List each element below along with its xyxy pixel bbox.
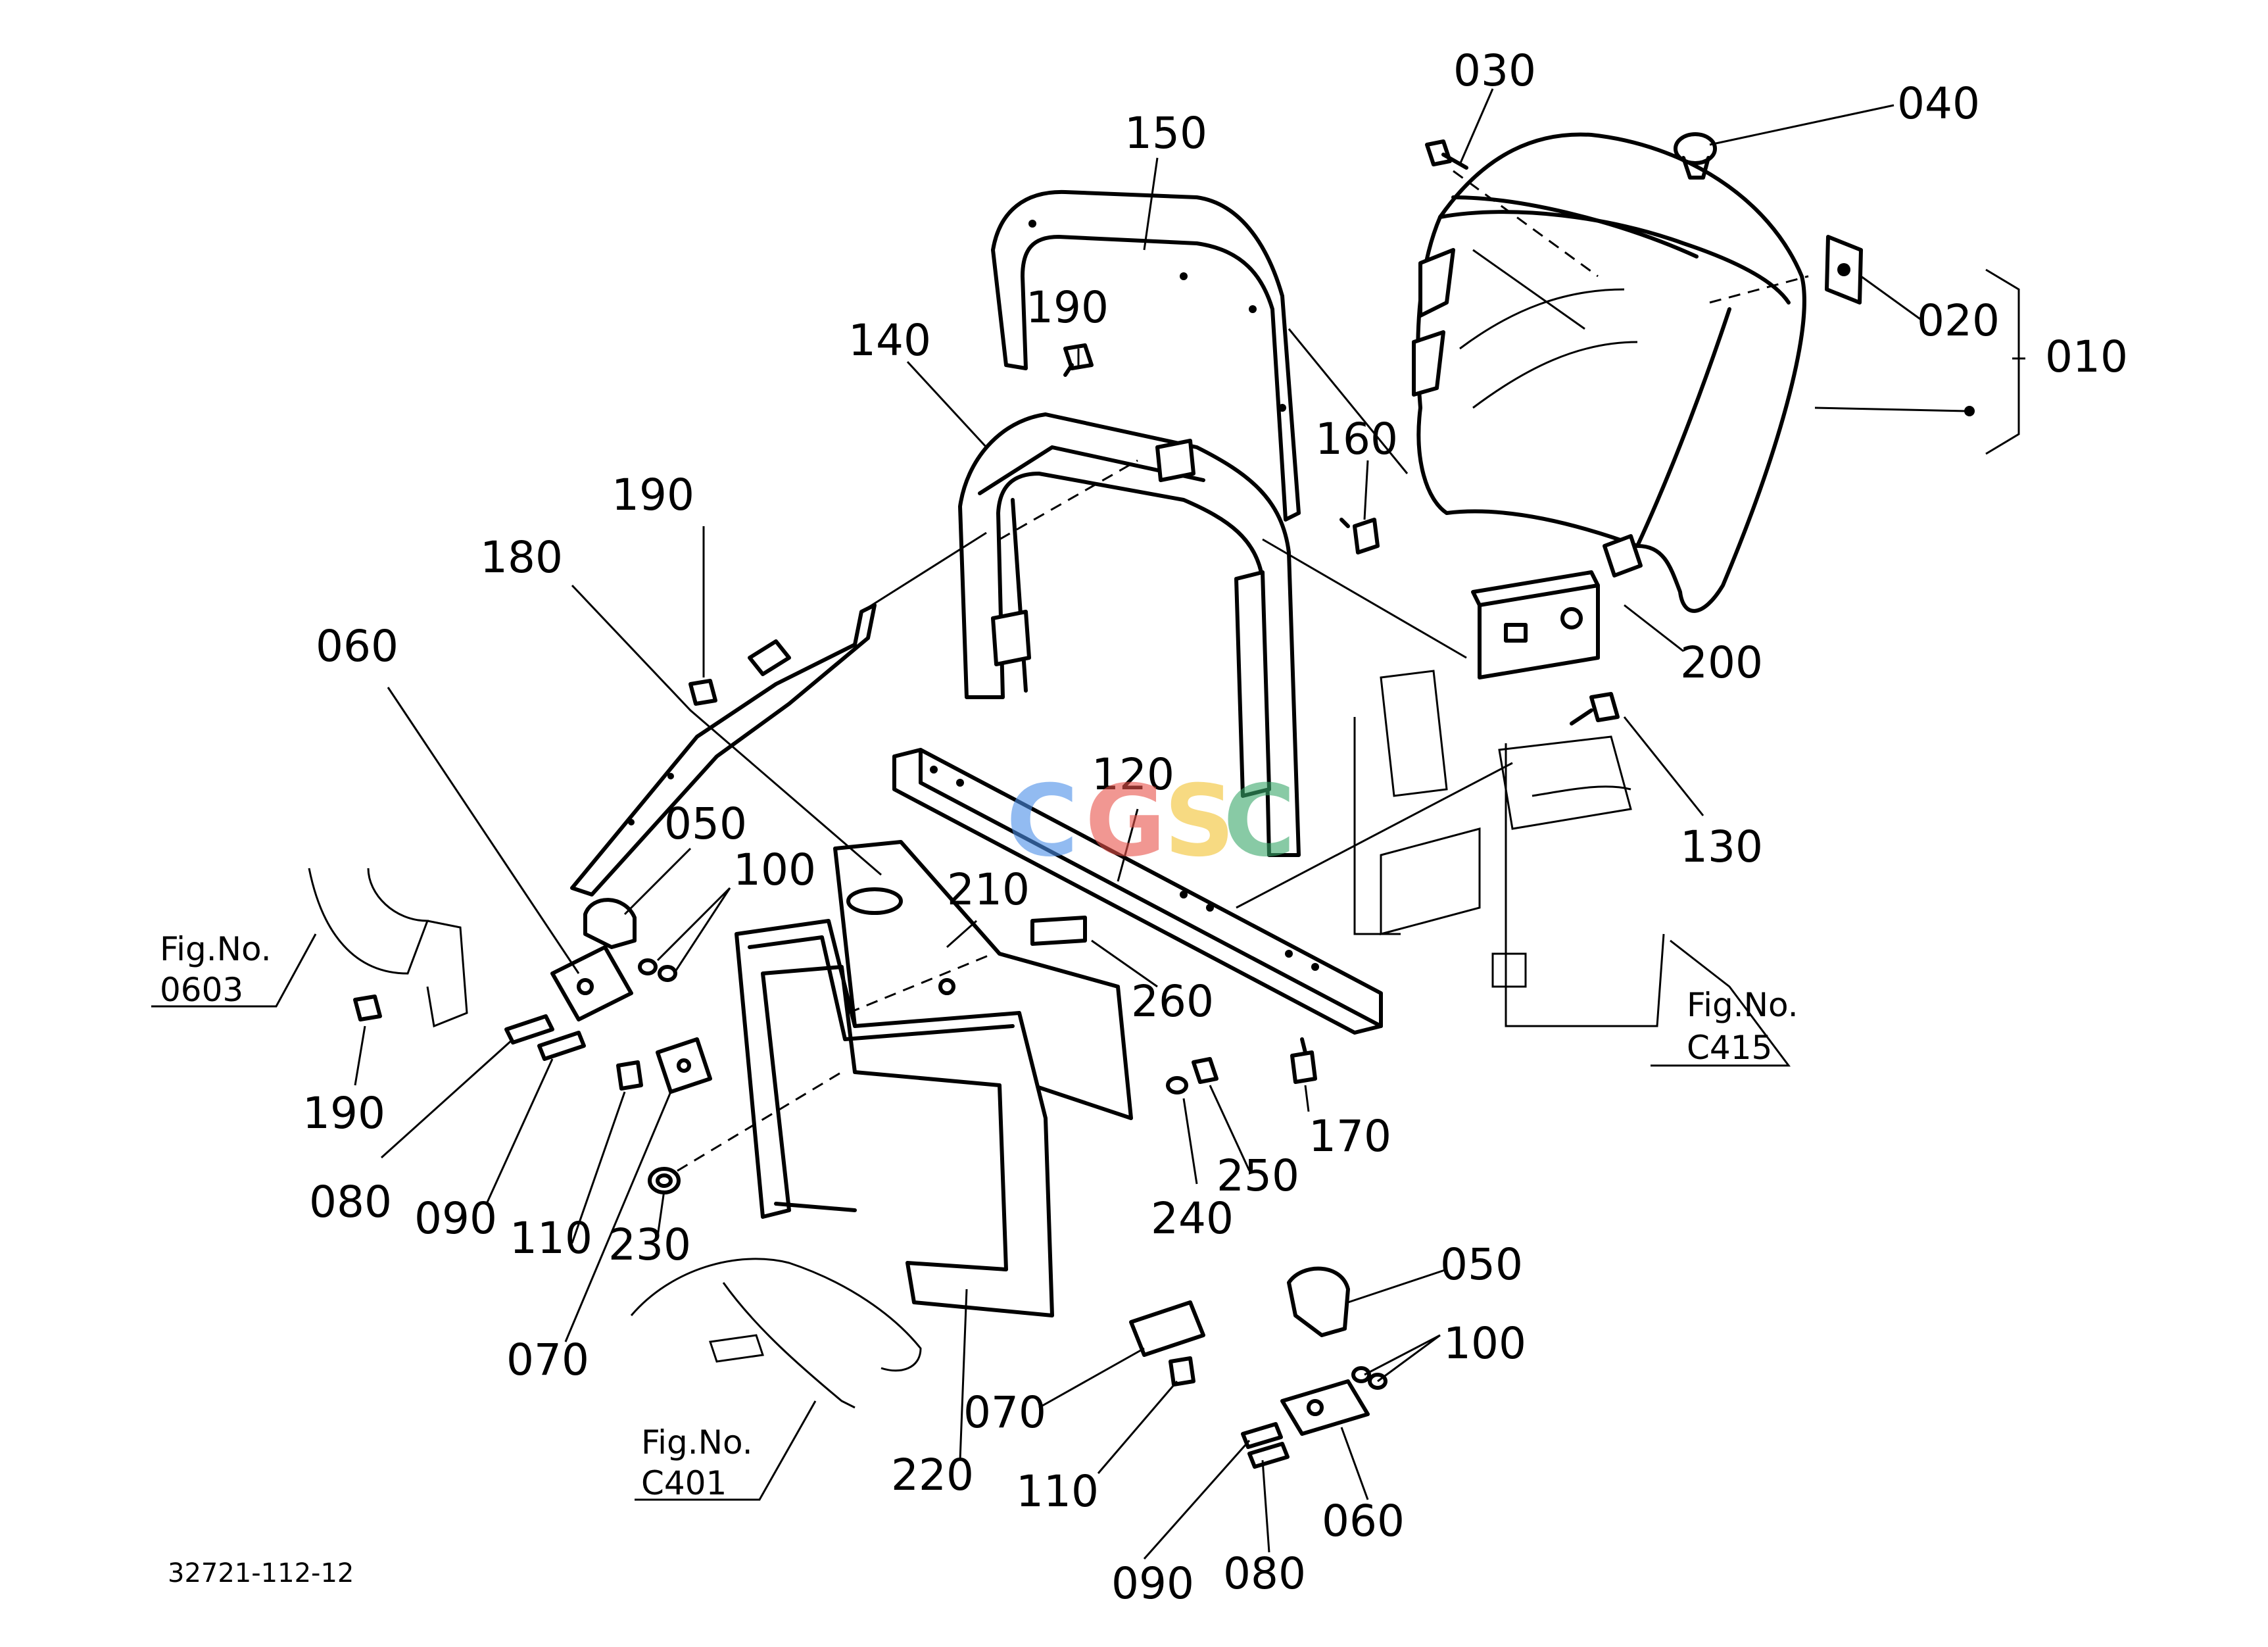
hood-part-010[interactable] bbox=[1412, 132, 1809, 613]
emblem-part-020[interactable] bbox=[1825, 235, 1863, 305]
callout-050-right: 050 bbox=[1440, 1239, 1523, 1290]
callout-020: 020 bbox=[1917, 295, 2000, 346]
bracket-part-070-right[interactable] bbox=[1129, 1300, 1205, 1357]
hinge-part-060-left[interactable] bbox=[550, 945, 633, 1021]
callout-200: 200 bbox=[1680, 637, 1763, 688]
callout-040: 040 bbox=[1897, 78, 1980, 129]
callout-210: 210 bbox=[947, 864, 1030, 915]
clamp-part-050-left[interactable] bbox=[583, 898, 637, 949]
callout-070-left: 070 bbox=[506, 1335, 589, 1385]
leader-lines bbox=[151, 88, 2025, 1560]
figref-0603-label[interactable]: Fig.No. bbox=[160, 930, 272, 968]
callout-090-right: 090 bbox=[1111, 1558, 1194, 1609]
callout-100-right: 100 bbox=[1443, 1318, 1526, 1369]
callout-170: 170 bbox=[1309, 1111, 1391, 1162]
washer-part-240[interactable] bbox=[1166, 1076, 1188, 1094]
callout-250: 250 bbox=[1217, 1150, 1299, 1201]
callout-190-top: 190 bbox=[1026, 282, 1109, 333]
callout-080-right: 080 bbox=[1223, 1548, 1306, 1599]
callout-090-left: 090 bbox=[414, 1193, 497, 1244]
callout-260: 260 bbox=[1131, 976, 1214, 1027]
bolt-part-080-right[interactable] bbox=[1247, 1442, 1290, 1469]
callout-030: 030 bbox=[1453, 45, 1536, 96]
callout-100-left: 100 bbox=[733, 845, 816, 895]
washers-part-100-right[interactable] bbox=[1351, 1366, 1387, 1390]
callout-120: 120 bbox=[1092, 749, 1174, 800]
bolt-part-170[interactable] bbox=[1290, 1037, 1317, 1084]
callout-140: 140 bbox=[848, 315, 931, 366]
bolt-part-130[interactable] bbox=[1570, 692, 1620, 725]
callout-190-mid: 190 bbox=[612, 470, 694, 520]
callout-220: 220 bbox=[891, 1450, 974, 1500]
figref-c401-number[interactable]: C401 bbox=[641, 1464, 727, 1502]
washers-part-100-left[interactable] bbox=[638, 958, 677, 982]
frame-part-150[interactable] bbox=[991, 189, 1301, 522]
cushion-part-260[interactable] bbox=[1030, 916, 1087, 946]
figref-0603-number[interactable]: 0603 bbox=[160, 971, 243, 1009]
callout-010: 010 bbox=[2045, 332, 2128, 382]
bolt-part-090-right[interactable] bbox=[1241, 1422, 1283, 1449]
watermark-letter-2: G bbox=[1085, 764, 1166, 879]
bracket-part-200[interactable] bbox=[1471, 534, 1643, 679]
callout-150: 150 bbox=[1124, 108, 1207, 159]
figref-c415-label[interactable]: Fig.No. bbox=[1687, 986, 1798, 1024]
context-bracket-0603 bbox=[308, 868, 468, 1028]
callout-labels: 030 040 150 020 010 190 140 160 190 180 … bbox=[302, 45, 2128, 1609]
callout-230: 230 bbox=[608, 1219, 691, 1270]
watermark-letter-1: C bbox=[1006, 764, 1078, 879]
bracket-part-070-left[interactable] bbox=[656, 1037, 712, 1094]
bolt-part-110-left[interactable] bbox=[616, 1060, 643, 1091]
seal-part-220[interactable] bbox=[735, 919, 1054, 1317]
context-engine-c401 bbox=[630, 1258, 922, 1409]
callout-060-right: 060 bbox=[1322, 1496, 1405, 1546]
cgsc-watermark: C G S C bbox=[1006, 764, 1295, 879]
callout-070-right: 070 bbox=[963, 1387, 1046, 1438]
clamp-part-050-right[interactable] bbox=[1287, 1266, 1350, 1337]
bolt-part-160[interactable] bbox=[1339, 518, 1380, 554]
hinge-part-060-right[interactable] bbox=[1280, 1379, 1370, 1436]
callout-110-left: 110 bbox=[510, 1213, 592, 1264]
bolt-part-190-bottom[interactable] bbox=[353, 995, 382, 1021]
drawing-number: 32721-112-12 bbox=[168, 1558, 354, 1588]
bolt-part-110-right[interactable] bbox=[1169, 1356, 1195, 1387]
grommet-part-230[interactable] bbox=[648, 1167, 681, 1194]
callout-180: 180 bbox=[480, 532, 563, 583]
figref-c401-label[interactable]: Fig.No. bbox=[641, 1423, 753, 1462]
screw-part-030[interactable] bbox=[1425, 139, 1468, 170]
callout-160: 160 bbox=[1315, 414, 1398, 464]
bolt-part-080-left[interactable] bbox=[504, 1014, 554, 1045]
watermark-letter-3: S bbox=[1164, 764, 1235, 879]
callout-130: 130 bbox=[1680, 822, 1763, 872]
callout-190-bottom: 190 bbox=[302, 1088, 385, 1139]
callout-060-left: 060 bbox=[316, 621, 398, 672]
context-panel-c415 bbox=[1353, 670, 1665, 1027]
stay-part-180[interactable] bbox=[570, 603, 877, 897]
knob-part-040[interactable] bbox=[1674, 132, 1717, 180]
bolt-part-190-mid[interactable] bbox=[688, 679, 717, 706]
nut-part-250[interactable] bbox=[1192, 1057, 1218, 1084]
figure-references: Fig.No. 0603 Fig.No. C415 Fig.No. C401 bbox=[160, 930, 1798, 1502]
figref-c415-number[interactable]: C415 bbox=[1687, 1029, 1772, 1067]
bolt-part-090-left[interactable] bbox=[537, 1031, 586, 1061]
callout-080-left: 080 bbox=[309, 1177, 392, 1227]
callout-110-right: 110 bbox=[1016, 1466, 1099, 1517]
member-part-120[interactable] bbox=[892, 748, 1383, 1035]
callout-050-left: 050 bbox=[664, 799, 747, 849]
callout-240: 240 bbox=[1151, 1193, 1234, 1244]
frame-part-140[interactable] bbox=[958, 412, 1301, 857]
watermark-letter-4: C bbox=[1223, 764, 1295, 879]
